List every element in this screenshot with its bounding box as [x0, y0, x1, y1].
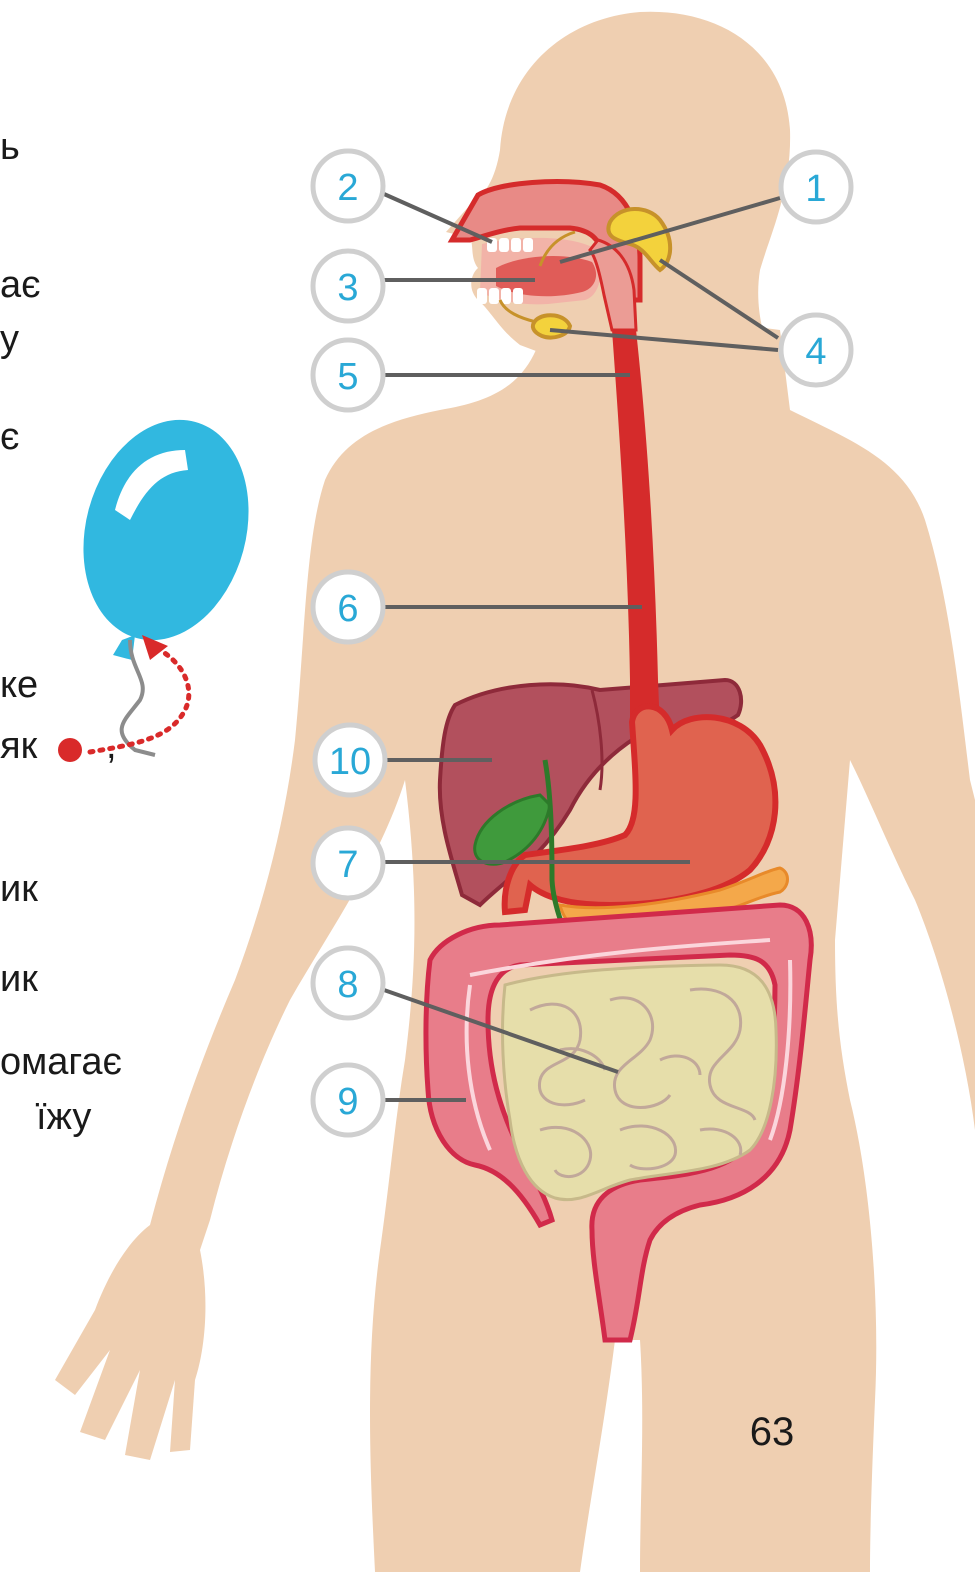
callout-10: 10 [315, 725, 385, 795]
callout-7: 7 [313, 828, 383, 898]
callout-7-label: 7 [337, 844, 358, 886]
callout-3: 3 [313, 251, 383, 321]
callout-5-label: 5 [337, 356, 358, 398]
tongue [496, 256, 596, 296]
red-dot-marker-icon [58, 738, 82, 762]
callout-8-label: 8 [337, 964, 358, 1006]
callout-9: 9 [313, 1065, 383, 1135]
callout-4-label: 4 [805, 331, 826, 373]
callout-6: 6 [313, 572, 383, 642]
page-number: 63 [750, 1410, 795, 1454]
callout-8: 8 [313, 948, 383, 1018]
callout-1: 1 [781, 152, 851, 222]
callout-1-label: 1 [805, 168, 826, 210]
callout-3-label: 3 [337, 267, 358, 309]
salivary-gland-sublingual [533, 315, 570, 337]
callout-2-label: 2 [337, 167, 358, 209]
callout-5: 5 [313, 340, 383, 410]
balloon-icon [60, 401, 273, 755]
callout-10-label: 10 [329, 741, 371, 783]
callout-4: 4 [781, 315, 851, 385]
callout-2: 2 [313, 151, 383, 221]
callout-9-label: 9 [337, 1081, 358, 1123]
callout-6-label: 6 [337, 588, 358, 630]
